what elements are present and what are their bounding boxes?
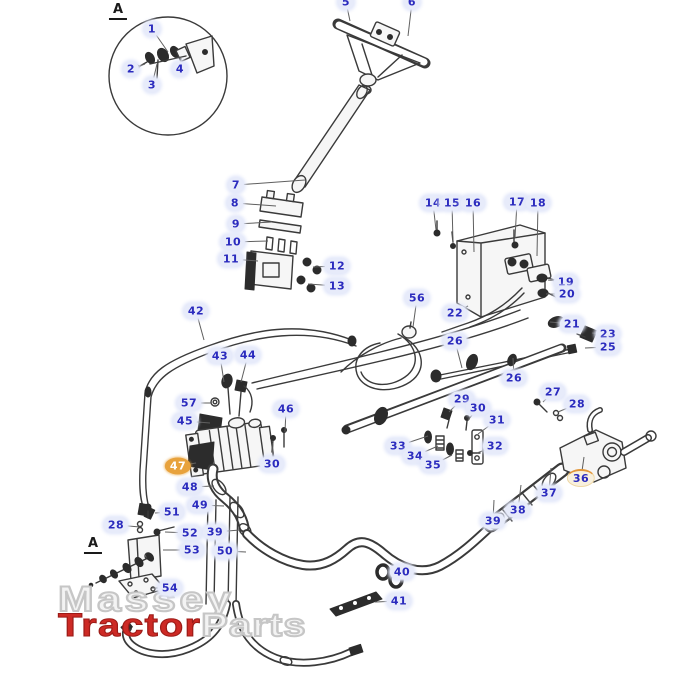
- leader-line-25: [584, 346, 609, 349]
- pump-elbow-hose-drawing: [206, 463, 252, 537]
- wheel-clamp-drawing: [369, 21, 401, 47]
- leader-line-14: [432, 202, 437, 231]
- leader-line-31: [477, 419, 498, 435]
- leader-line-39: [492, 499, 495, 522]
- leader-line-38: [517, 484, 522, 511]
- leader-line-2: [130, 63, 146, 70]
- leader-line-32: [476, 445, 496, 454]
- leader-line-51: [154, 511, 173, 514]
- linkage-parts-drawing: [424, 407, 484, 465]
- leader-line-9: [235, 221, 273, 225]
- leader-line-7: [235, 179, 306, 186]
- leader-line-27: [542, 391, 554, 403]
- leader-line-47: [177, 462, 197, 467]
- leader-line-35: [432, 454, 453, 466]
- floor-bracket-drawing: [84, 503, 175, 599]
- leader-line-17: [514, 201, 518, 239]
- long-hoses-drawing: [137, 328, 357, 520]
- leader-line-33: [397, 435, 429, 447]
- leader-line-48: [189, 485, 215, 488]
- leader-line-39: [214, 529, 241, 533]
- leader-line-1: [151, 28, 169, 53]
- hydraulic-pump-drawing: [185, 373, 287, 478]
- long-bottom-hose-drawing: [242, 523, 494, 576]
- leader-line-40: [391, 571, 403, 578]
- leader-line-21: [549, 321, 573, 325]
- leader-line-3: [151, 63, 158, 86]
- leader-line-13: [307, 283, 338, 287]
- leader-line-18: [536, 202, 539, 257]
- leader-line-37: [548, 467, 552, 494]
- leader-line-49: [199, 504, 225, 507]
- hose-loop-drawing: [340, 321, 422, 391]
- leader-line-41: [374, 600, 400, 603]
- leader-line-34: [414, 445, 439, 457]
- leader-line-11: [230, 258, 259, 262]
- leader-line-56: [412, 297, 418, 328]
- leader-line-28: [115, 524, 141, 528]
- leader-line-46: [284, 408, 287, 433]
- steering-wheel-drawing: [332, 18, 431, 95]
- leader-line-29: [448, 398, 463, 413]
- leader-line-10: [232, 240, 269, 243]
- bottom-hoses-drawing: [120, 600, 364, 667]
- leader-line-28: [557, 403, 578, 413]
- leader-line-26: [454, 340, 463, 369]
- leader-line-15: [451, 202, 454, 244]
- leader-line-44: [240, 354, 249, 383]
- steering-joint-drawing: [244, 189, 322, 293]
- leader-line-23: [591, 332, 609, 335]
- leader-line-30: [467, 407, 479, 421]
- leader-line-42: [195, 310, 205, 341]
- leader-line-50: [224, 550, 247, 553]
- leader-line-8: [234, 202, 277, 207]
- leader-line-36: [580, 456, 585, 479]
- leader-line-22: [454, 305, 469, 314]
- bracket-strip-drawing: [329, 591, 383, 617]
- leader-line-6: [407, 1, 413, 37]
- leader-line-26: [512, 357, 515, 379]
- leader-line-43: [219, 355, 225, 383]
- leader-line-4: [179, 57, 182, 70]
- steel-line-drawing: [251, 309, 578, 390]
- leader-line-19: [547, 279, 567, 283]
- leader-line-12: [312, 265, 338, 268]
- leader-line-52: [164, 531, 191, 534]
- leader-line-30: [271, 442, 274, 465]
- tie-rod-drawing: [341, 343, 567, 435]
- leader-line-45: [184, 420, 211, 424]
- leader-line-5: [345, 1, 351, 22]
- leader-line-16: [472, 202, 475, 253]
